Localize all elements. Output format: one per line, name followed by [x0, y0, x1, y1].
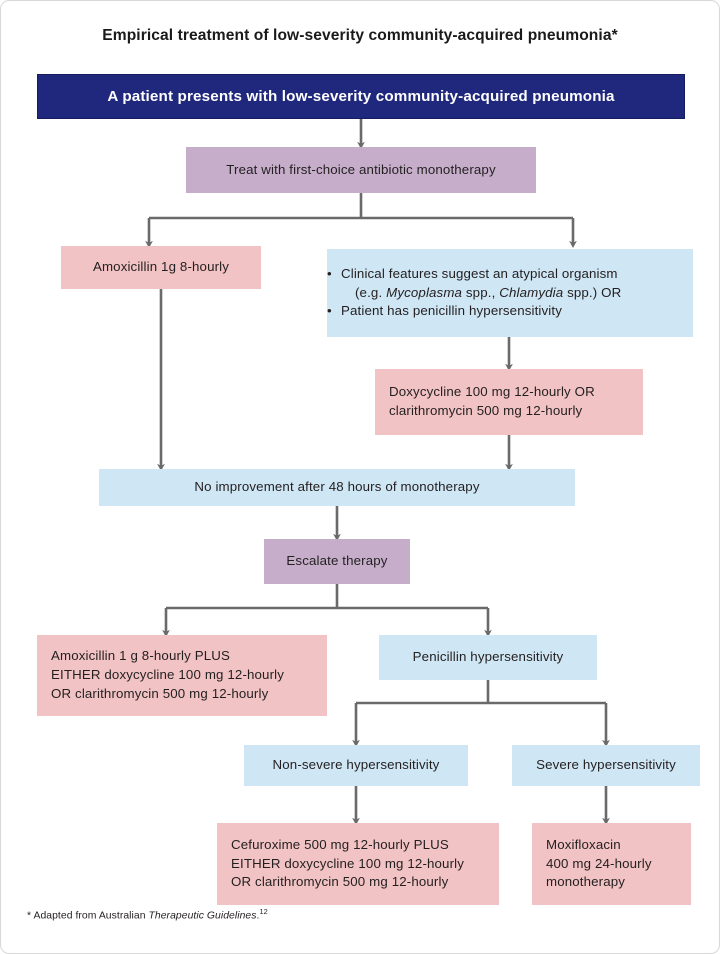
node-severe-label: Severe hypersensitivity [536, 757, 676, 773]
node-penicillin-hypersensitivity-label: Penicillin hypersensitivity [412, 649, 564, 665]
node-doxycycline-or-clarithromycin: Doxycycline 100 mg 12-hourly OR clarithr… [375, 369, 643, 435]
atypical-bullet-1: Clinical features suggest an atypical or… [327, 265, 621, 303]
node-non-severe-hypersensitivity: Non-severe hypersensitivity [244, 745, 468, 786]
figure-footnote: * Adapted from Australian Therapeutic Gu… [27, 907, 268, 921]
node-patient-presents: A patient presents with low-severity com… [37, 74, 685, 119]
atypical-post-text: spp.) OR [563, 284, 622, 300]
node-severe-hypersensitivity: Severe hypersensitivity [512, 745, 700, 786]
footnote-prefix: * Adapted from Australian [27, 910, 149, 922]
node-first-choice-monotherapy: Treat with first-choice antibiotic monot… [186, 147, 536, 193]
footnote-reference-number: 12 [259, 907, 268, 916]
atypical-bullet-1-line-2: (e.g. Mycoplasma spp., Chlamydia spp.) O… [341, 284, 621, 303]
cefuroxime-line-3: OR clarithromycin 500 mg 12-hourly [231, 874, 449, 890]
node-penicillin-hypersensitivity: Penicillin hypersensitivity [379, 635, 597, 680]
doxy-line-2: clarithromycin 500 mg 12-hourly [389, 403, 583, 418]
cefuroxime-line-2: EITHER doxycycline 100 mg 12-hourly [231, 855, 465, 871]
node-patient-presents-label: A patient presents with low-severity com… [107, 87, 615, 105]
footnote-source-title: Therapeutic Guidelines [148, 910, 257, 922]
moxifloxacin-line-1: Moxifloxacin [546, 836, 621, 852]
moxifloxacin-line-2: 400 mg 24-hourly [546, 855, 652, 871]
atypical-bullet-2: Patient has penicillin hypersensitivity [327, 302, 562, 321]
footnote-suffix: . [256, 910, 260, 922]
amox-plus-line-3: OR clarithromycin 500 mg 12-hourly [51, 685, 269, 701]
node-amoxicillin-plus-regimen: Amoxicillin 1 g 8-hourly PLUS EITHER dox… [37, 635, 327, 716]
amox-plus-line-1: Amoxicillin 1 g 8-hourly PLUS [51, 648, 231, 664]
atypical-bullet-1-line-1: Clinical features suggest an atypical or… [341, 265, 618, 281]
node-moxifloxacin: Moxifloxacin 400 mg 24-hourly monotherap… [532, 823, 691, 905]
node-no-improvement: No improvement after 48 hours of monothe… [99, 469, 575, 506]
node-amoxicillin-label: Amoxicillin 1g 8-hourly [92, 259, 230, 275]
atypical-mid-text: spp., [462, 284, 500, 300]
atypical-eg-prefix: (e.g. [355, 284, 387, 300]
node-amoxicillin: Amoxicillin 1g 8-hourly [61, 246, 261, 289]
node-no-improvement-label: No improvement after 48 hours of monothe… [194, 479, 480, 495]
node-non-severe-label: Non-severe hypersensitivity [272, 757, 440, 773]
node-escalate-therapy: Escalate therapy [264, 539, 410, 584]
node-atypical-or-hypersensitivity: Clinical features suggest an atypical or… [327, 249, 693, 337]
node-escalate-label: Escalate therapy [286, 553, 388, 569]
node-cefuroxime-plus-regimen: Cefuroxime 500 mg 12-hourly PLUS EITHER … [217, 823, 499, 905]
organism-chlamydia: Chlamydia [499, 284, 564, 300]
atypical-bullet-2-label: Patient has penicillin hypersensitivity [341, 303, 563, 319]
moxifloxacin-line-3: monotherapy [546, 874, 626, 890]
doxy-line-1: Doxycycline 100 mg 12-hourly OR [389, 384, 595, 400]
node-first-choice-label: Treat with first-choice antibiotic monot… [226, 161, 496, 177]
amox-plus-line-2: EITHER doxycycline 100 mg 12-hourly [51, 667, 285, 683]
organism-mycoplasma: Mycoplasma [386, 284, 463, 300]
cefuroxime-line-1: Cefuroxime 500 mg 12-hourly PLUS [231, 836, 449, 852]
figure-title: Empirical treatment of low-severity comm… [102, 27, 618, 44]
